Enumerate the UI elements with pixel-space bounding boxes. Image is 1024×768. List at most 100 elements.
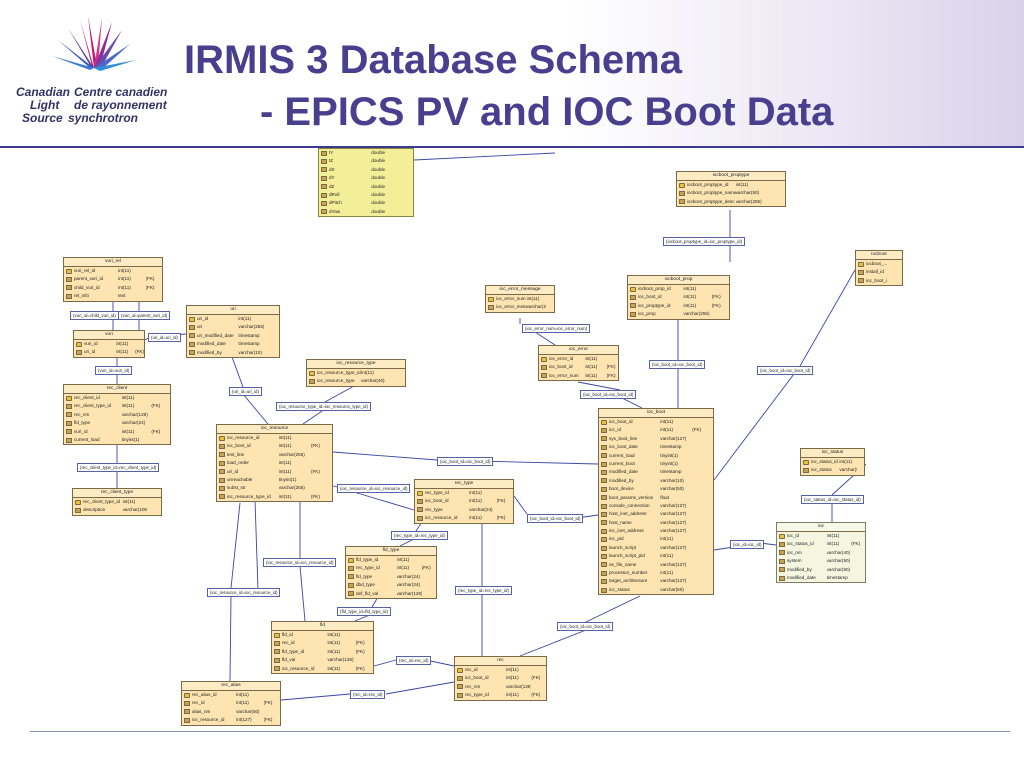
column-icon (779, 550, 785, 556)
column-icon (679, 191, 685, 197)
column-type: varchar(128) (327, 657, 354, 663)
column-key-flag (151, 394, 170, 402)
relationship-line (513, 495, 528, 515)
column-name: ioc_resource_type_id (227, 493, 271, 499)
column-icon (184, 701, 190, 707)
column-type: timestamp (826, 574, 848, 580)
column-key-flag (311, 484, 332, 492)
primary-key-icon (779, 533, 785, 539)
table-column-row: ioc_error_messagevarchar(250) (486, 303, 554, 311)
column-icon (321, 184, 327, 190)
table-title: fld_type (346, 547, 436, 556)
relationship-label: (fld_type_id=fld_type_id) (337, 607, 391, 616)
column-type: tinyint(1) (278, 476, 297, 482)
column-type: int(11) (660, 570, 673, 576)
column-name: load_order (227, 460, 249, 466)
column-key-flag (146, 267, 162, 275)
column-key-flag (398, 191, 413, 199)
column-type: int(11) (683, 294, 697, 300)
column-key-flag (147, 506, 161, 514)
primary-key-icon (309, 370, 315, 376)
column-name: ioc_boot_id (425, 498, 449, 504)
column-key-flag (692, 502, 713, 510)
column-key-flag (264, 340, 279, 348)
column-icon (457, 676, 463, 682)
column-key-flag: (FK) (263, 700, 273, 706)
column-icon (66, 404, 72, 410)
column-icon (601, 444, 607, 450)
column-name: ioc_error_num (496, 296, 526, 301)
primary-key-icon (457, 667, 463, 673)
column-name: ioc_error_id (549, 356, 574, 361)
relationship-label: (ioc_boot_id=ioc_boot_id) (527, 514, 584, 523)
logo-text-en-3: Source (22, 111, 63, 125)
table-title: uri (187, 306, 279, 315)
column-icon (630, 303, 636, 309)
table-title: ioc_error_message (486, 286, 554, 295)
column-key-flag (264, 315, 279, 323)
column-name: rec_id (192, 700, 205, 706)
column-type: int(11) (826, 541, 840, 547)
column-icon (601, 436, 607, 442)
column-name: ioc_boot_id (465, 675, 489, 681)
column-name: uri_id (84, 349, 96, 355)
column-type: int(11) (327, 632, 341, 637)
column-type: timestamp (660, 444, 682, 450)
column-type: varchar(128) (505, 683, 532, 689)
column-key-flag (692, 435, 713, 443)
column-type: tinyint(1) (660, 452, 678, 458)
primary-key-icon (488, 296, 494, 302)
table-title: iocboot (856, 251, 902, 260)
column-key-flag (546, 303, 554, 311)
column-icon (321, 209, 327, 215)
column-key-flag: (FK) (421, 565, 431, 571)
column-icon (601, 486, 607, 492)
column-icon (321, 201, 327, 207)
column-name: iocboot_...install_... (866, 261, 887, 266)
column-name: uri (197, 324, 203, 330)
column-icon (601, 520, 607, 526)
column-type: double (371, 208, 386, 214)
column-name: vuri_id (84, 341, 98, 346)
column-key-flag: (FK) (355, 665, 365, 671)
column-icon (66, 293, 72, 299)
column-name: fld_id (282, 632, 293, 637)
column-name: ioc_status_id (787, 541, 814, 547)
column-key-flag (151, 411, 170, 419)
column-name: iocboot_proptype_desc (687, 198, 735, 204)
column-name: host_name (609, 519, 632, 525)
column-icon (601, 528, 607, 534)
